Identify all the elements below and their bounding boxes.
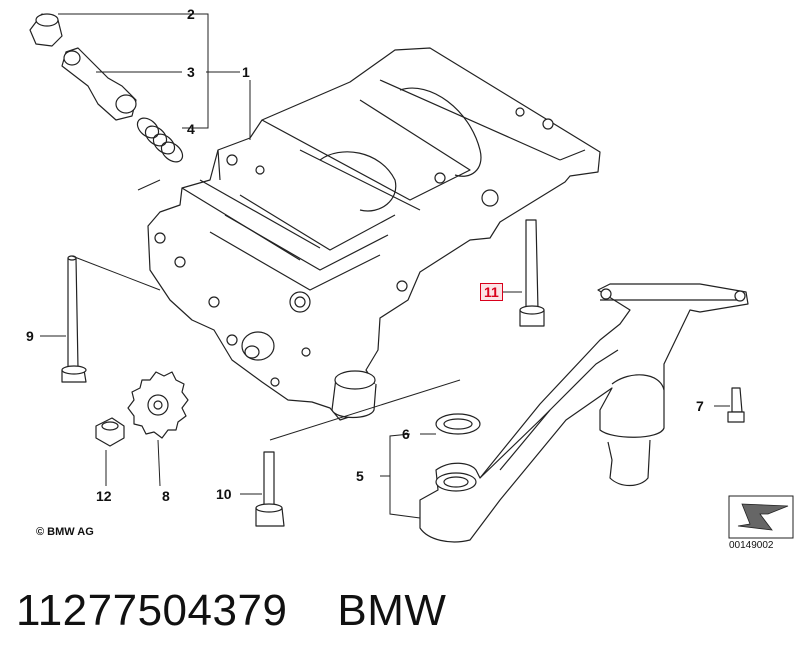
parts-diagram — [29, 13, 794, 543]
callout-7: 7 — [696, 398, 704, 414]
callout-10: 10 — [216, 486, 232, 502]
o-ring-6 — [435, 413, 481, 435]
callout-3: 3 — [187, 64, 195, 80]
bolt-10 — [255, 451, 285, 527]
callout-11[interactable]: 11 — [480, 283, 503, 301]
callout-4: 4 — [187, 121, 195, 137]
part-caption: 11277504379 BMW — [16, 586, 446, 636]
callout-5: 5 — [356, 468, 364, 484]
bolt-9 — [61, 255, 87, 383]
nut-12 — [95, 417, 125, 447]
brand-name: BMW — [337, 586, 447, 635]
callout-8: 8 — [162, 488, 170, 504]
relief-piston — [61, 47, 137, 121]
callout-9: 9 — [26, 328, 34, 344]
bolt-11 — [519, 219, 545, 327]
callout-12: 12 — [96, 488, 112, 504]
leader-lines — [40, 13, 730, 519]
bolt-7 — [727, 387, 745, 423]
relief-plug — [29, 13, 63, 47]
suction-pipe-5 — [419, 283, 749, 543]
relief-spring — [136, 117, 184, 163]
copyright-notice: © BMW AG — [36, 526, 94, 538]
oil-pump-housing — [147, 47, 601, 421]
callout-1: 1 — [242, 64, 250, 80]
callout-6: 6 — [402, 426, 410, 442]
sprocket-8 — [127, 371, 189, 439]
direction-icon — [728, 495, 794, 539]
part-number: 11277504379 — [16, 586, 288, 635]
diagram-number: 00149002 — [729, 540, 774, 551]
callout-2: 2 — [187, 6, 195, 22]
